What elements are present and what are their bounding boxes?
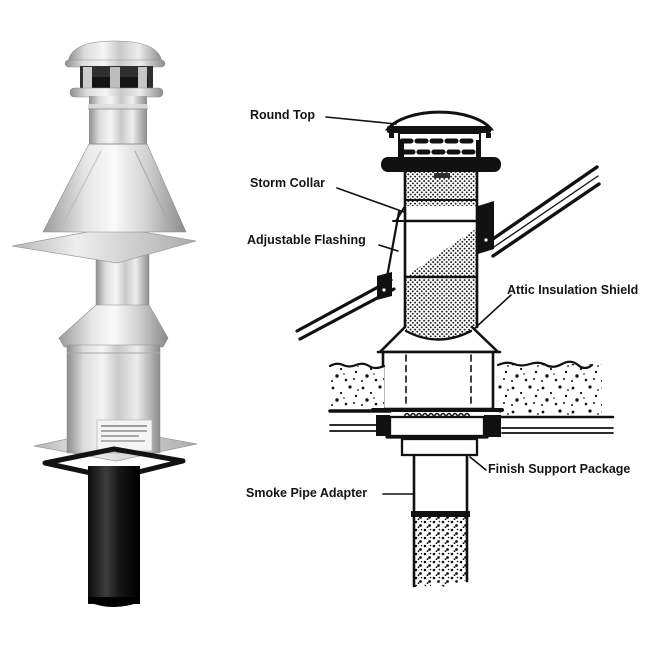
leader-storm-collar xyxy=(336,187,405,213)
photo-flashing-cone xyxy=(42,143,187,233)
leader-finish-support-package xyxy=(469,456,487,471)
photo-product-sticker xyxy=(96,419,153,452)
callout-leader-lines xyxy=(325,116,512,495)
label-storm-collar: Storm Collar xyxy=(250,176,326,190)
diagram-ceiling xyxy=(328,408,615,437)
photo-wide-pipe xyxy=(66,344,161,454)
product-photo xyxy=(11,40,198,607)
photo-round-top-cap xyxy=(64,40,166,68)
diagram-chimney-pipe xyxy=(392,170,490,329)
diagram-attic-insulation-shield xyxy=(376,325,502,411)
label-smoke-pipe-adapter: Smoke Pipe Adapter xyxy=(246,486,368,500)
photo-flange-disc xyxy=(69,87,164,98)
photo-flashing-plate xyxy=(11,226,197,264)
leader-round-top xyxy=(325,116,397,125)
diagram-smoke-pipe xyxy=(411,453,470,588)
leader-adjustable-flashing xyxy=(378,244,399,252)
installation-diagram xyxy=(295,110,615,588)
leader-attic-insulation-shield xyxy=(473,294,512,330)
photo-upper-pipe xyxy=(88,96,148,146)
diagram-roof-right xyxy=(478,165,601,258)
label-adjustable-flashing: Adjustable Flashing xyxy=(247,233,366,247)
diagram-finish-support-package xyxy=(385,412,489,457)
diagram-round-top-cap xyxy=(381,110,501,172)
label-round-top: Round Top xyxy=(250,108,316,122)
photo-smoke-pipe-adapter xyxy=(88,466,140,607)
photo-storm-collar-cone xyxy=(58,304,169,348)
label-finish-support-package: Finish Support Package xyxy=(488,462,631,476)
diagram-adjustable-flashing xyxy=(295,210,401,341)
diagram-insulation xyxy=(328,360,602,415)
photo-spark-arrestor-band xyxy=(80,66,153,90)
label-attic-insulation-shield: Attic Insulation Shield xyxy=(507,283,639,297)
